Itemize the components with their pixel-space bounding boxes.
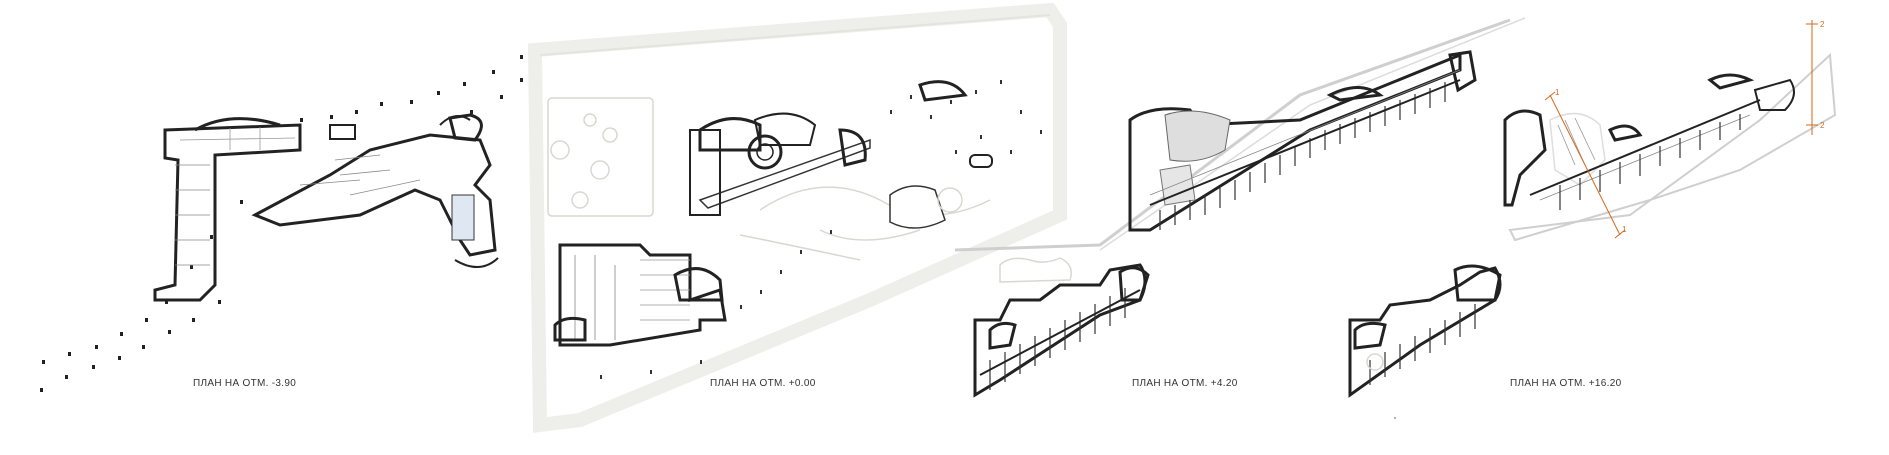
section-mark-2-top: 2: [1820, 20, 1825, 29]
plan-caption-4: ПЛАН НА ОТМ. +16.20: [1510, 378, 1622, 389]
plan-caption-3: ПЛАН НА ОТМ. +4.20: [1132, 378, 1238, 389]
plan-level-minus-3-90: [40, 55, 523, 392]
plan-level-4-20: [954, 17, 1526, 398]
section-line-1: [1544, 91, 1626, 239]
section-mark-2-bottom: 2: [1820, 121, 1825, 130]
room-partitions-upper: [1159, 82, 1446, 230]
room-partitions-bottom: [1369, 304, 1476, 385]
section-mark-1-bottom: 1: [1622, 225, 1627, 234]
section-mark-1-top: 1: [1555, 88, 1560, 97]
room-partitions-top: [1559, 114, 1741, 210]
site-landscape: [547, 97, 991, 261]
plan-level-0-00: [527, 2, 1067, 433]
tree-markers: [40, 55, 523, 392]
tree-markers-ground: [600, 80, 1042, 379]
plan-caption-2: ПЛАН НА ОТМ. +0.00: [710, 378, 816, 389]
dot-mark: [1394, 417, 1396, 419]
section-line-2: [1806, 20, 1818, 135]
plan-caption-1: ПЛАН НА ОТМ. -3.90: [193, 378, 297, 389]
room-partitions-lower: [989, 288, 1126, 390]
plan-level-16-20: 1 1 2 2: [1348, 20, 1837, 398]
